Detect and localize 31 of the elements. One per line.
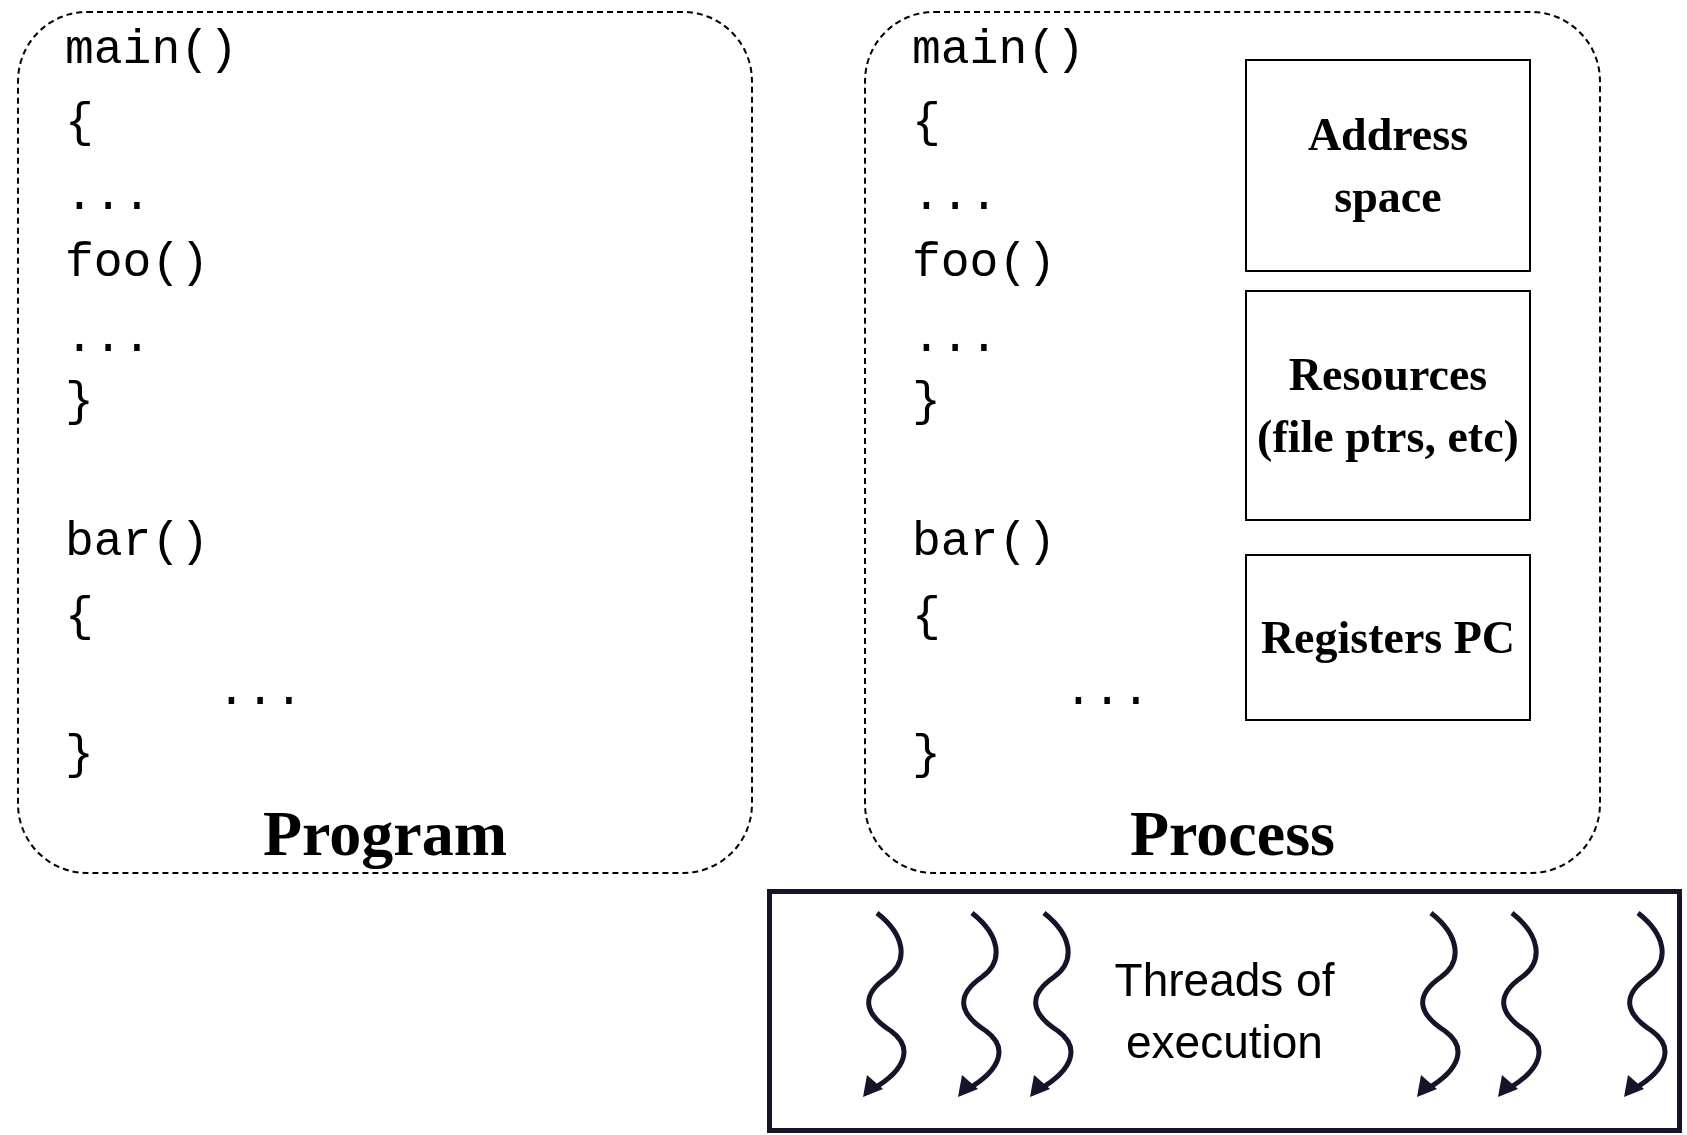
code-line: ... [217, 667, 304, 715]
code-line: } [65, 731, 94, 779]
code-line: bar() [912, 518, 1057, 566]
box-label: Address space [1306, 107, 1470, 224]
code-line: ... [912, 172, 999, 220]
frame-title: Process [1129, 802, 1336, 866]
box-label: Resources (file ptrs, etc) [1256, 347, 1520, 464]
code-line: main() [912, 26, 1085, 74]
code-line: ... [65, 172, 152, 220]
code-line: main() [65, 26, 238, 74]
code-line: bar() [65, 518, 210, 566]
component-box [1245, 554, 1531, 721]
code-line: foo() [912, 239, 1057, 287]
threads-label: Threads of execution [1113, 953, 1336, 1070]
threads-box [767, 889, 1682, 1133]
dashed-rounded-frame [17, 11, 753, 874]
code-line: { [65, 593, 94, 641]
code-line: } [912, 731, 941, 779]
code-line: { [912, 99, 941, 147]
code-line: foo() [65, 239, 210, 287]
component-box [1245, 290, 1531, 521]
code-line: ... [1064, 667, 1151, 715]
code-line: { [65, 99, 94, 147]
box-label: Registers PC [1259, 610, 1517, 665]
code-line: } [912, 378, 941, 426]
dashed-rounded-frame [864, 11, 1601, 874]
component-box [1245, 59, 1531, 272]
code-line: ... [65, 314, 152, 362]
code-line: } [65, 378, 94, 426]
code-line: { [912, 593, 941, 641]
code-line: ... [912, 314, 999, 362]
